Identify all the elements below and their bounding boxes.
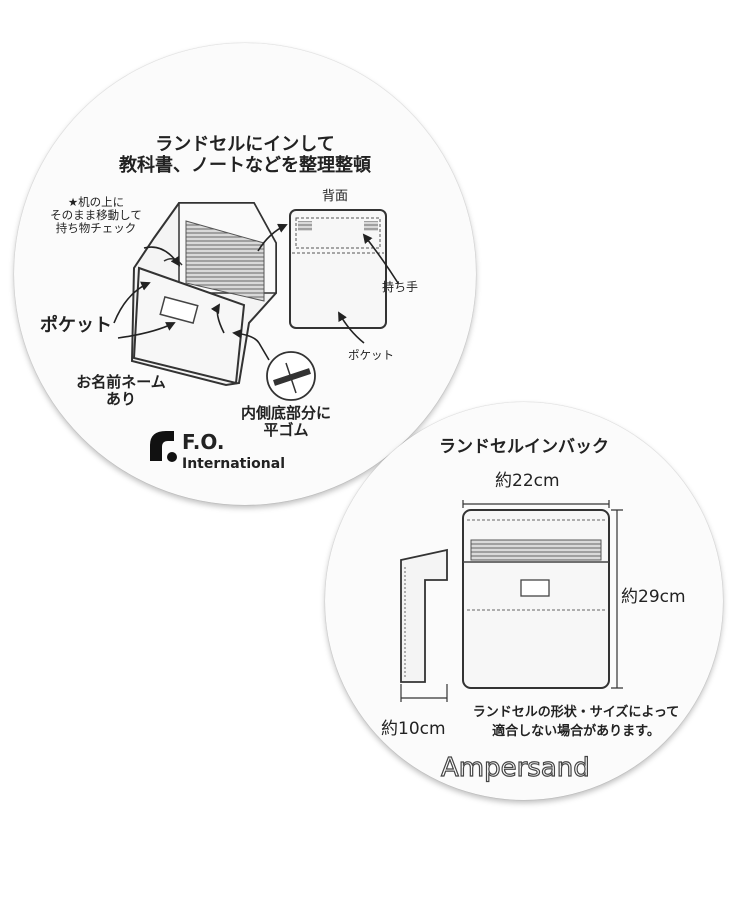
fit-note: ランドセルの形状・サイズによって 適合しない場合があります。 bbox=[451, 704, 701, 742]
brand-line-2: International bbox=[182, 456, 286, 472]
depth-label: 約10cm bbox=[381, 719, 446, 739]
width-label: 約22cm bbox=[495, 471, 560, 491]
left-info-card: ランドセルにインして 教科書、ノートなどを整理整頓 ★机の上に そのまま移動して… bbox=[14, 43, 476, 505]
ampersand-logo: Ampersand bbox=[440, 753, 590, 784]
brand-line-1: F.O. bbox=[182, 430, 225, 454]
handle-label: 持ち手 bbox=[382, 280, 419, 294]
elastic-line-2: 平ゴム bbox=[263, 421, 309, 440]
desk-note-line-3: 持ち物チェック bbox=[55, 221, 137, 236]
headline-line-2: 教科書、ノートなどを整理整頓 bbox=[119, 154, 371, 176]
fit-note-line-1: ランドセルの形状・サイズによって bbox=[472, 705, 680, 720]
right-size-card: ランドセルインバック 約22cm 約29cm 約10cm ランドセルの形状・サイ… bbox=[325, 402, 723, 800]
bag-illustration-dimensions bbox=[400, 500, 623, 702]
elastic-note: 内側底部分に 平ゴム bbox=[226, 404, 346, 440]
desk-note-line-2: そのまま移動して bbox=[50, 208, 142, 223]
name-tag-note: お名前ネーム あり bbox=[66, 373, 176, 409]
pocket-large-label: ポケット bbox=[40, 315, 112, 336]
desk-note: ★机の上に そのまま移動して 持ち物チェック bbox=[41, 195, 151, 236]
pocket-small-label: ポケット bbox=[348, 348, 394, 362]
back-label: 背面 bbox=[322, 189, 349, 204]
name-tag-line-2: あり bbox=[105, 390, 136, 409]
desk-note-line-1: ★机の上に bbox=[67, 195, 125, 209]
bag-illustration-open bbox=[113, 202, 399, 401]
name-tag-line-1: お名前ネーム bbox=[76, 373, 166, 391]
size-title: ランドセルインバック bbox=[439, 437, 609, 457]
fit-note-line-2: 適合しない場合があります。 bbox=[492, 723, 660, 739]
headline: ランドセルにインして 教科書、ノートなどを整理整頓 bbox=[14, 134, 476, 176]
headline-line-1: ランドセルにインして bbox=[155, 134, 335, 155]
elastic-line-1: 内側底部分に bbox=[240, 404, 331, 422]
height-label: 約29cm bbox=[621, 587, 686, 607]
